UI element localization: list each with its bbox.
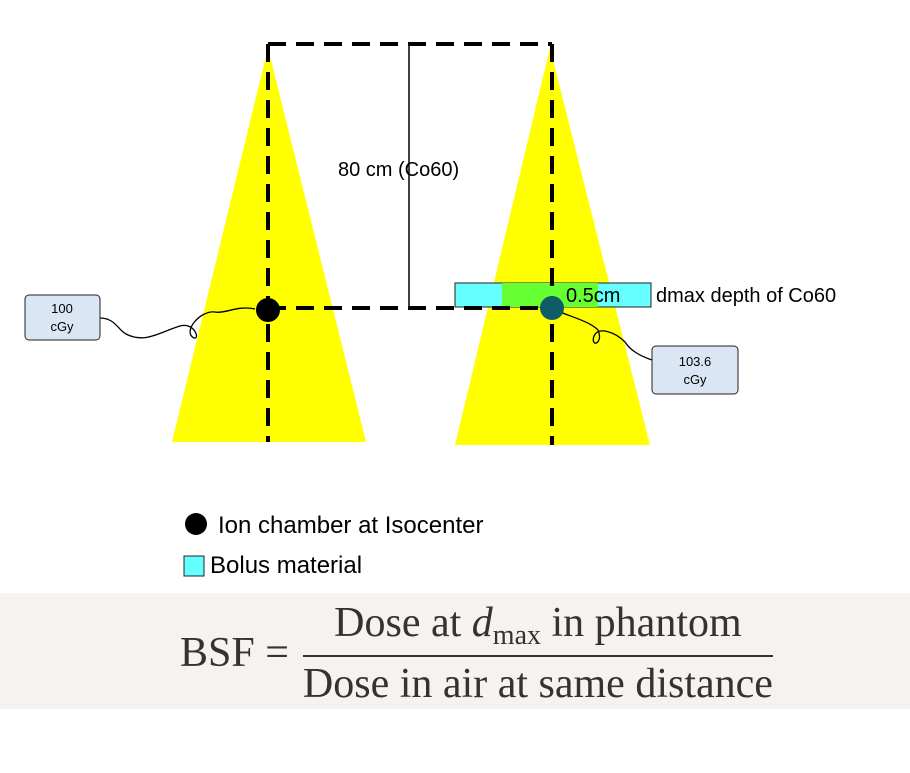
formula-lhs: BSF = [180,629,289,677]
right-dose-value: 103.6 [679,354,712,369]
left-dose-unit: cGy [50,319,74,334]
depth-description-label: dmax depth of Co60 [656,285,836,307]
left-dose-readout [24,294,101,341]
right-ion-chamber [540,296,564,320]
right-cable [559,311,653,361]
formula-denominator: Dose in air at same distance [302,660,773,707]
legend-bolus-icon [183,555,205,577]
formula-equals: = [265,630,289,676]
right-dose-unit: cGy [683,372,707,387]
left-ion-chamber [256,298,280,322]
formula-lhs-text: BSF [180,630,255,676]
dashed-frame [266,42,554,445]
numerator-prefix: Dose at [334,599,472,646]
legend-ion-chamber-icon [185,513,207,535]
numerator-subscript: max [492,619,542,651]
distance-label: 80 cm (Co60) [338,159,459,181]
setup-diagram: 80 cm (Co60) 0.5cm dmax depth of Co60 10… [24,42,836,579]
left-dose-value: 100 [51,301,73,316]
formula-fraction: Dose at dmax in phantom Dose in air at s… [302,600,773,707]
left-cable [99,307,256,339]
depth-value-label: 0.5cm [566,285,620,307]
formula-panel: BSF = Dose at dmax in phantom Dose in ai… [0,593,910,709]
numerator-variable: d [471,599,493,646]
bsf-formula: BSF = Dose at dmax in phantom Dose in ai… [180,600,773,707]
legend-bolus-label: Bolus material [210,552,362,579]
fraction-bar [302,654,773,657]
formula-numerator: Dose at dmax in phantom [334,600,742,651]
legend-ion-chamber-label: Ion chamber at Isocenter [218,512,483,539]
numerator-suffix: in phantom [541,599,742,646]
right-dose-readout [651,345,739,395]
